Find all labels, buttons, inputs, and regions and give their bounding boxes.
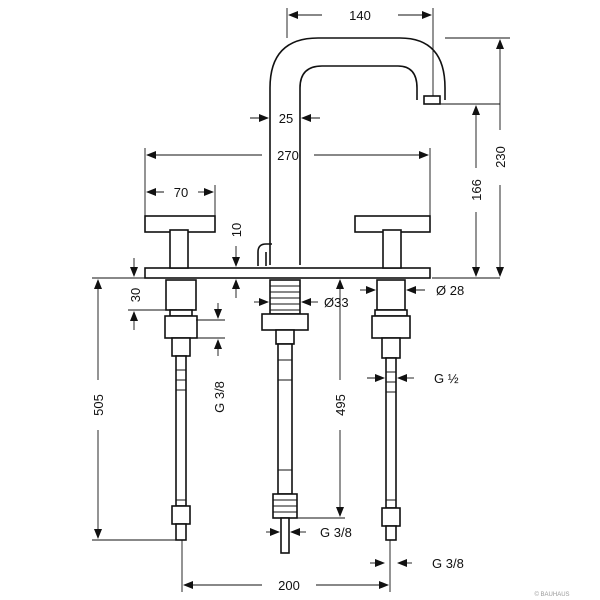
dim-230: 230 (445, 37, 510, 277)
dim-495-label: 495 (333, 394, 348, 416)
dim-230-label: 230 (493, 146, 508, 168)
left-valve-body (164, 279, 198, 541)
dim-right-thread: G 3/8 (370, 556, 464, 571)
center-shank (261, 279, 309, 554)
pop-up-rod (257, 243, 272, 266)
dim-505: 505 (91, 277, 176, 541)
dim-166-label: 166 (469, 179, 484, 201)
watermark: © BAUHAUS (534, 591, 569, 598)
dim-200-label: 200 (278, 578, 300, 593)
dim-dia-28-label: Ø 28 (436, 283, 464, 298)
left-cross-handle (144, 215, 216, 269)
right-cross-handle (354, 215, 431, 269)
dim-166: 166 (432, 103, 500, 279)
dim-dia-33: Ø33 (254, 295, 349, 310)
dim-right-thread-label: G 3/8 (432, 556, 464, 571)
dim-dia-28: Ø 28 (360, 283, 464, 298)
dim-left-thread: G 3/8 (196, 303, 227, 413)
dim-140-label: 140 (349, 8, 371, 23)
dim-10: 10 (225, 223, 250, 298)
dim-center-thread: G 3/8 (266, 525, 352, 540)
aerator (423, 95, 441, 105)
dim-10-label: 10 (229, 223, 244, 237)
spout (269, 37, 446, 265)
dim-left-thread-label: G 3/8 (212, 381, 227, 413)
dim-70: 70 (146, 185, 216, 216)
dim-dia-33-label: Ø33 (324, 295, 349, 310)
dim-495: 495 (297, 277, 348, 519)
dim-25-label: 25 (279, 111, 293, 126)
dim-center-thread-label: G 3/8 (320, 525, 352, 540)
dim-70-label: 70 (174, 185, 188, 200)
dim-25: 25 (250, 111, 320, 126)
right-valve-body (371, 279, 411, 541)
dim-200: 200 (181, 540, 391, 593)
dim-30-label: 30 (128, 288, 143, 302)
dim-g-half: G ½ (367, 371, 459, 386)
dim-505-label: 505 (91, 394, 106, 416)
dim-270: 270 (144, 148, 431, 216)
deck-plate (144, 267, 431, 279)
dim-140: 140 (286, 8, 434, 96)
dim-270-label: 270 (277, 148, 299, 163)
dim-g-half-label: G ½ (434, 371, 459, 386)
